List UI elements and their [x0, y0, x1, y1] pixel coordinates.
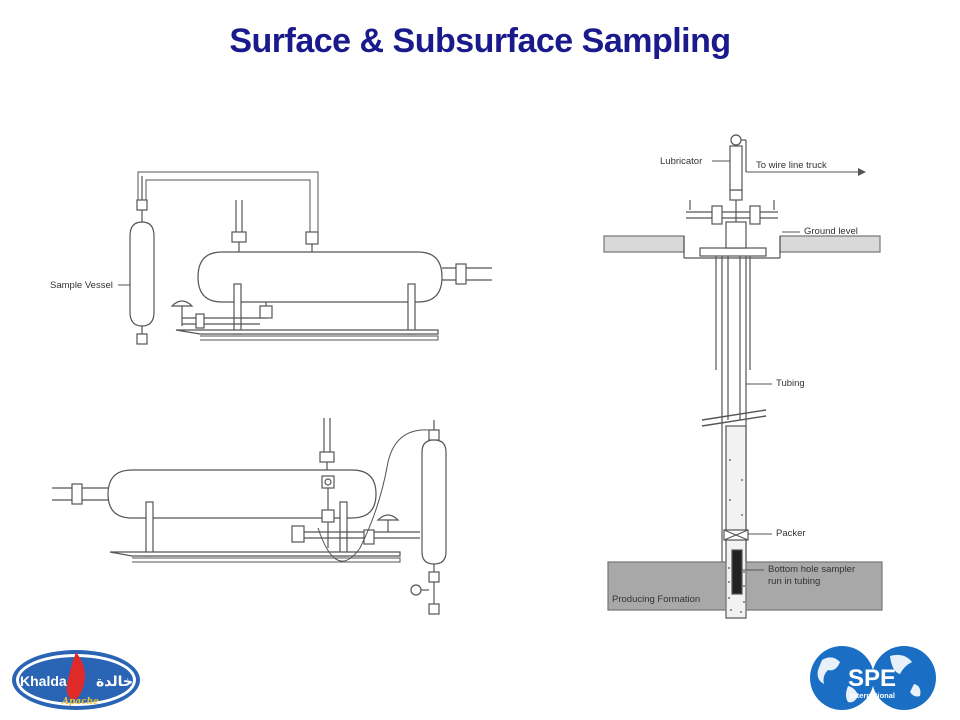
globe-icon [817, 654, 921, 703]
apache-text: Apache [61, 697, 99, 707]
khalda-latin-text: Khalda [20, 673, 67, 689]
sample-vessel [129, 176, 155, 345]
subsurface-well-diagram [603, 134, 883, 619]
label-lubricator: Lubricator [660, 156, 702, 167]
surface-sampling-diagram-top [129, 171, 492, 345]
separator-vessel-bottom [107, 469, 377, 519]
label-ground-level: Ground level [804, 226, 858, 237]
bottom-hole-sampler [731, 549, 743, 595]
label-formation: Producing Formation [612, 594, 700, 605]
khalda-arabic-text: خالدة [96, 674, 133, 690]
label-packer: Packer [776, 528, 806, 539]
separator-vessel-top [197, 251, 443, 303]
khalda-logo: Khalda خالدة Apache [12, 650, 140, 710]
flame-icon [66, 652, 85, 700]
label-sample-vessel: Sample Vessel [50, 280, 113, 291]
label-tubing: Tubing [776, 378, 805, 389]
spe-logo: SPE International [810, 646, 936, 710]
spe-international-text: International [850, 691, 895, 700]
sample-vessel-bottom [421, 439, 447, 565]
spe-text: SPE [848, 665, 896, 692]
label-wire-line: To wire line truck [756, 160, 827, 171]
page-title: Surface & Subsurface Sampling [229, 22, 731, 60]
label-sampler-line1: Bottom hole sampler [768, 564, 855, 575]
well-labels: Lubricator To wire line truck Ground lev… [612, 156, 866, 605]
label-sampler-line2: run in tubing [768, 576, 820, 587]
surface-sampling-diagram-bottom [52, 418, 447, 615]
